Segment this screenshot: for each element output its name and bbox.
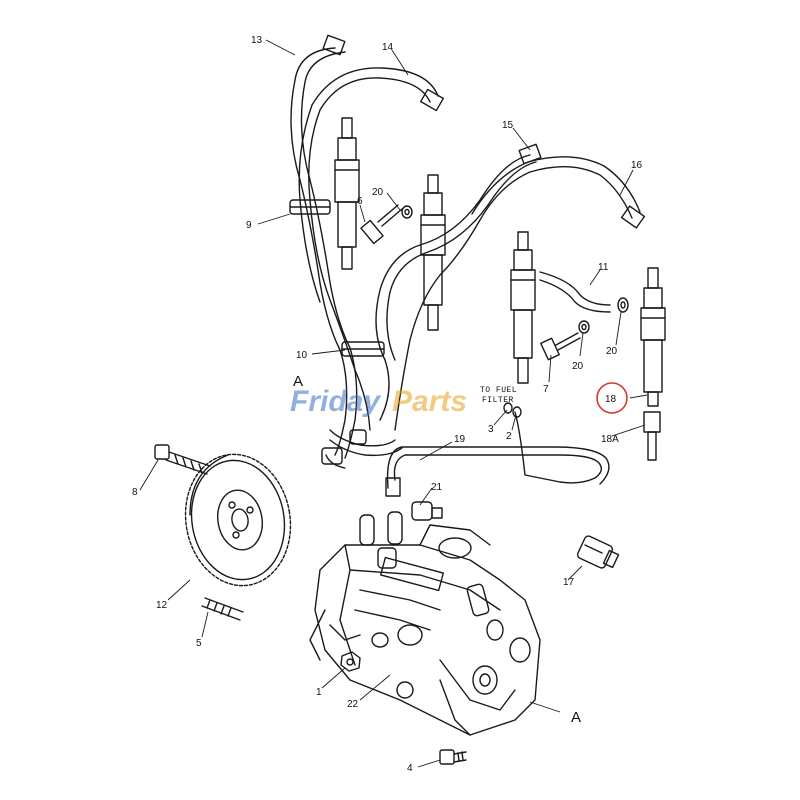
injector-3 (510, 231, 536, 384)
injection-pump-22 (309, 511, 541, 736)
note-to-fuel: TO FUEL (480, 386, 517, 395)
injector-18 (640, 267, 666, 407)
callout-7: 7 (543, 384, 549, 395)
callouts: 13 14 15 16 9 10 11 20 6 20 20 7 18 18A … (132, 35, 643, 774)
callout-19: 19 (454, 434, 466, 445)
injector-1 (334, 117, 360, 270)
callout-8: 8 (132, 487, 138, 498)
drive-gear-12 (184, 453, 292, 587)
connector-21 (411, 501, 443, 521)
callout-21: 21 (431, 482, 443, 493)
line-clamp-9 (289, 199, 331, 215)
callout-20-a: 20 (372, 187, 384, 198)
bolt-8 (154, 444, 211, 475)
section-mark-a-top: A (293, 373, 303, 390)
sensor-17 (576, 535, 620, 569)
callout-16: 16 (631, 160, 643, 171)
callout-20-c: 20 (606, 346, 618, 357)
stud-5 (201, 597, 244, 621)
injector-2 (420, 174, 446, 331)
bolt-6 (360, 204, 403, 245)
washer-20-b (578, 320, 590, 334)
callout-15: 15 (502, 120, 514, 131)
callout-9: 9 (246, 220, 252, 231)
fuel-line-11 (539, 271, 611, 313)
washer-20-c (617, 297, 629, 313)
section-mark-a-bottom: A (571, 709, 581, 726)
washer-pair-2-3 (503, 402, 522, 418)
fuel-line-15 (375, 143, 542, 421)
callout-1: 1 (316, 687, 322, 698)
nozzle-18a (643, 411, 661, 461)
callout-10: 10 (296, 350, 308, 361)
leader-lines (139, 39, 648, 768)
callout-18: 18 (605, 394, 617, 405)
callout-12: 12 (156, 600, 168, 611)
callout-5: 5 (196, 638, 202, 649)
line-clamp-10 (341, 341, 385, 357)
watermark: Friday Parts (290, 385, 467, 418)
callout-18a: 18A (601, 434, 619, 445)
watermark-parts: Parts (392, 385, 467, 418)
highlight-circle (596, 382, 628, 414)
lower-line-bundle (321, 429, 403, 469)
bolt-4 (439, 749, 467, 765)
callout-4: 4 (407, 763, 413, 774)
callout-3: 3 (488, 424, 494, 435)
callout-22: 22 (347, 699, 359, 710)
callout-13: 13 (251, 35, 263, 46)
nut-1 (340, 651, 361, 672)
bolt-7 (540, 332, 581, 361)
callout-6: 6 (357, 196, 363, 207)
washer-20-a (401, 205, 413, 219)
callout-20-b: 20 (572, 361, 584, 372)
watermark-friday: Friday (290, 385, 381, 418)
callout-11: 11 (598, 262, 609, 273)
note-filter: FILTER (482, 396, 514, 405)
fuel-line-13 (290, 34, 358, 459)
callout-14: 14 (382, 42, 394, 53)
callout-2: 2 (506, 431, 512, 442)
callout-17: 17 (563, 577, 575, 588)
fuel-line-16 (394, 156, 646, 431)
fuel-line-19 (385, 411, 610, 497)
